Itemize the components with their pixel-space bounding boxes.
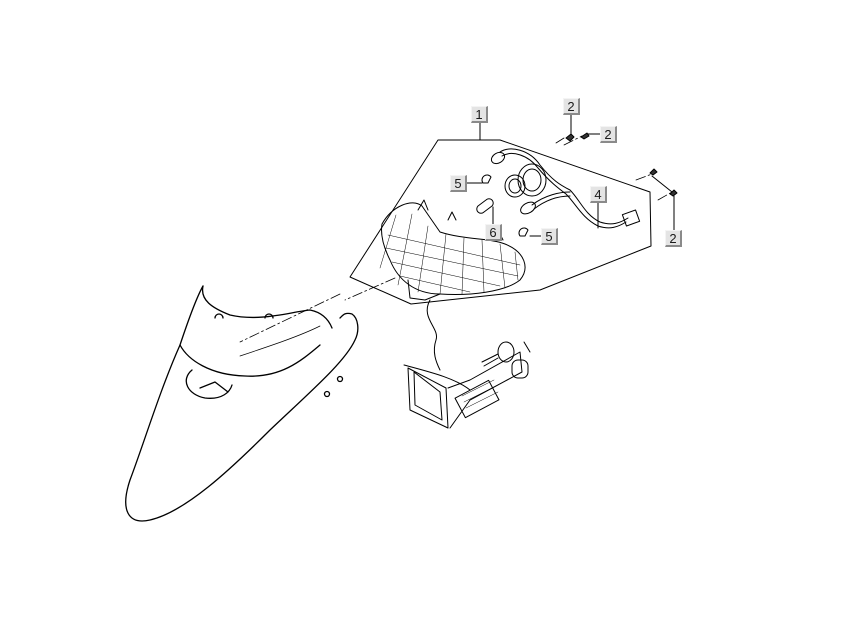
indicator-wire	[426, 299, 441, 371]
callout-2[interactable]: 2	[665, 230, 682, 247]
wiring-harness	[490, 148, 641, 229]
bulb-socket	[504, 163, 547, 198]
screw-icon	[565, 132, 678, 197]
assembly-outline	[349, 139, 652, 305]
callout-5[interactable]: 5	[541, 228, 558, 245]
callout-2[interactable]: 2	[563, 98, 580, 115]
callout-4[interactable]: 4	[590, 186, 607, 203]
alignment-lines	[239, 135, 673, 343]
bulb-icon	[476, 174, 529, 237]
front-fender	[125, 285, 359, 522]
headlight-lens	[379, 199, 526, 301]
plate-light	[403, 341, 531, 429]
callout-5[interactable]: 5	[450, 175, 467, 192]
callout-1[interactable]: 1	[471, 106, 488, 123]
callout-2[interactable]: 2	[600, 126, 617, 143]
leader-lines	[466, 114, 675, 237]
callout-6[interactable]: 6	[485, 224, 502, 241]
